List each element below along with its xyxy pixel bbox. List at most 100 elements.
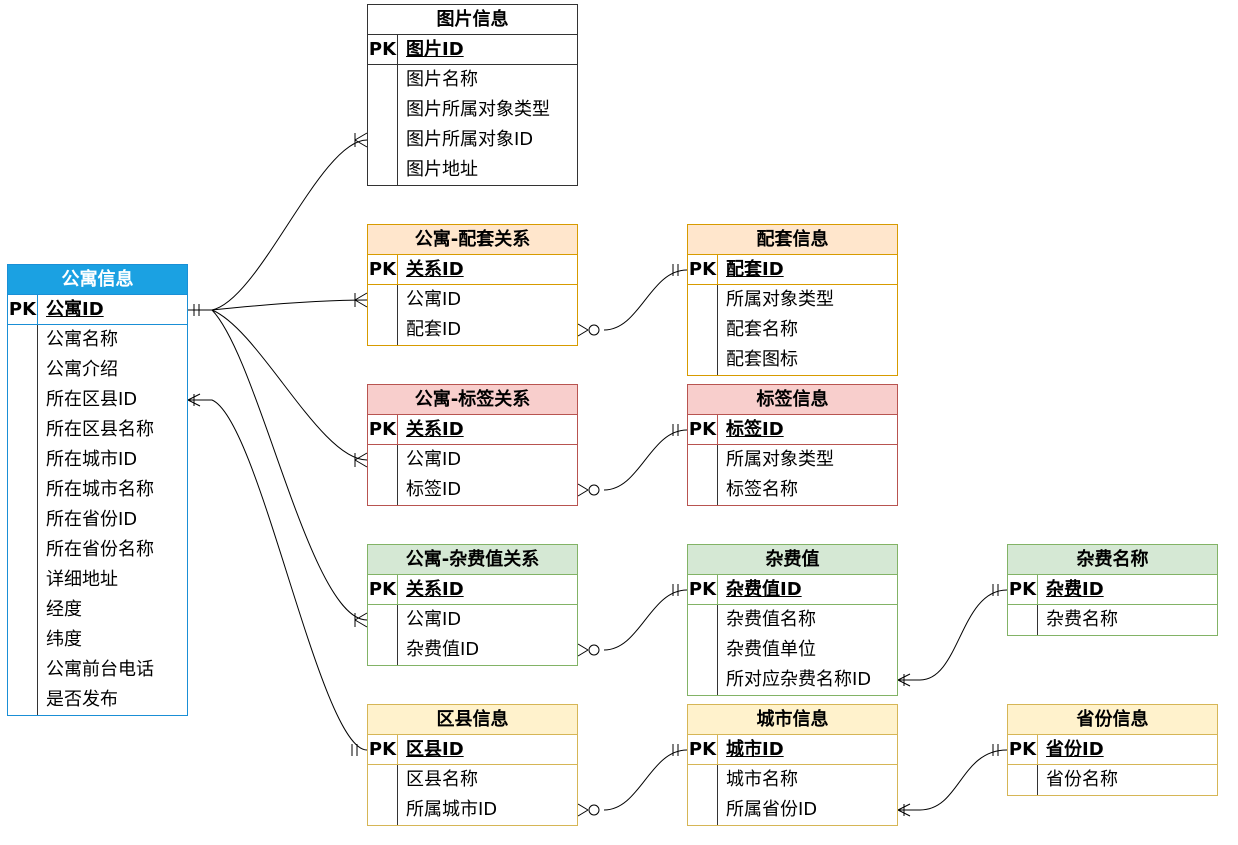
field: 所在区县名称: [46, 419, 154, 440]
relationship-line: [603, 429, 688, 491]
field: 纬度: [46, 629, 82, 650]
pk-field: 关系ID: [406, 579, 464, 600]
field: 城市名称: [726, 769, 798, 790]
primary-key-row: PK 城市ID: [688, 735, 897, 765]
pk-label: PK: [688, 575, 718, 604]
field: 所属对象类型: [726, 289, 834, 310]
key-gutter: [368, 765, 398, 825]
zero-marker: [588, 484, 600, 496]
many-marker: [897, 673, 911, 681]
many-marker: [577, 329, 589, 337]
relationship-line: [188, 399, 368, 751]
field-list: 公寓ID 配套ID: [368, 285, 577, 345]
many-marker: [354, 292, 368, 301]
pk-field: 图片ID: [406, 39, 464, 60]
entity-title: 图片信息: [368, 5, 577, 35]
pk-field: 配套ID: [726, 259, 784, 280]
key-gutter: [8, 325, 38, 715]
key-gutter: [368, 285, 398, 345]
many-marker: [577, 803, 589, 811]
primary-key-row: PK 标签ID: [688, 415, 897, 445]
field: 所对应杂费名称ID: [726, 669, 872, 690]
primary-key-row: PK 区县ID: [368, 735, 577, 765]
primary-key-row: PK 关系ID: [368, 415, 577, 445]
pk-label: PK: [368, 735, 398, 764]
relationship-line: [603, 269, 688, 331]
entity-fee-key[interactable]: 杂费名称 PK 杂费ID 杂费名称: [1007, 544, 1218, 636]
entity-province[interactable]: 省份信息 PK 省份ID 省份名称: [1007, 704, 1218, 796]
field: 杂费值ID: [406, 639, 480, 660]
field: 配套ID: [406, 319, 462, 340]
field: 所在城市ID: [46, 449, 138, 470]
field-list: 公寓ID 杂费值ID: [368, 605, 577, 665]
pk-label: PK: [368, 415, 398, 444]
field: 公寓ID: [406, 449, 462, 470]
entity-apartment-label[interactable]: 公寓-标签关系 PK 关系ID 公寓ID 标签ID: [367, 384, 578, 506]
many-marker: [354, 132, 368, 141]
relationship-line: [211, 309, 368, 621]
field: 所属对象类型: [726, 449, 834, 470]
pk-field: 标签ID: [726, 419, 784, 440]
key-gutter: [688, 285, 718, 375]
relationship-line: [211, 309, 368, 461]
primary-key-row: PK 配套ID: [688, 255, 897, 285]
pk-field: 区县ID: [406, 739, 464, 760]
entity-apartment-fee-value[interactable]: 公寓-杂费值关系 PK 关系ID 公寓ID 杂费值ID: [367, 544, 578, 666]
entity-picture[interactable]: 图片信息 PK 图片ID 图片名称 图片所属对象类型 图片所属对象ID 图片地址: [367, 4, 578, 186]
relationship-line: [603, 589, 688, 651]
many-marker: [897, 803, 911, 811]
relationship-line: [603, 749, 688, 811]
primary-key-row: PK 公寓ID: [8, 295, 187, 325]
pk-field: 城市ID: [726, 739, 784, 760]
pk-field: 杂费ID: [1046, 579, 1104, 600]
field: 标签名称: [726, 479, 798, 500]
field: 杂费值名称: [726, 609, 816, 630]
field: 图片所属对象类型: [406, 99, 550, 120]
entity-apartment[interactable]: 公寓信息 PK 公寓ID 公寓名称 公寓介绍 所在区县ID 所在区县名称 所在城…: [7, 264, 188, 716]
field: 详细地址: [46, 569, 118, 590]
many-marker: [577, 489, 589, 497]
many-marker: [577, 649, 589, 657]
pk-label: PK: [688, 255, 718, 284]
many-marker: [897, 679, 911, 687]
field-list: 所属对象类型 配套名称 配套图标: [688, 285, 897, 375]
field: 配套图标: [726, 349, 798, 370]
field: 所在省份名称: [46, 539, 154, 560]
many-marker: [897, 809, 911, 817]
field: 公寓前台电话: [46, 659, 154, 680]
field: 是否发布: [46, 689, 118, 710]
field-list: 所属对象类型 标签名称: [688, 445, 897, 505]
entity-facility[interactable]: 配套信息 PK 配套ID 所属对象类型 配套名称 配套图标: [687, 224, 898, 376]
field: 区县名称: [406, 769, 478, 790]
pk-label: PK: [368, 35, 398, 64]
zero-marker: [588, 804, 600, 816]
field: 公寓ID: [406, 289, 462, 310]
entity-title: 区县信息: [368, 705, 577, 735]
field-list: 杂费名称: [1008, 605, 1217, 635]
field-list: 公寓ID 标签ID: [368, 445, 577, 505]
pk-field: 关系ID: [406, 419, 464, 440]
relationship-line: [188, 139, 368, 311]
primary-key-row: PK 关系ID: [368, 575, 577, 605]
pk-label: PK: [8, 295, 38, 324]
key-gutter: [1008, 605, 1038, 635]
key-gutter: [1008, 765, 1038, 795]
field: 所属省份ID: [726, 799, 818, 820]
entity-city[interactable]: 城市信息 PK 城市ID 城市名称 所属省份ID: [687, 704, 898, 826]
pk-label: PK: [368, 575, 398, 604]
entity-label[interactable]: 标签信息 PK 标签ID 所属对象类型 标签名称: [687, 384, 898, 506]
many-marker: [354, 139, 368, 148]
entity-district[interactable]: 区县信息 PK 区县ID 区县名称 所属城市ID: [367, 704, 578, 826]
field-list: 区县名称 所属城市ID: [368, 765, 577, 825]
field: 经度: [46, 599, 82, 620]
entity-title: 杂费名称: [1008, 545, 1217, 575]
entity-apartment-facility[interactable]: 公寓-配套关系 PK 关系ID 公寓ID 配套ID: [367, 224, 578, 346]
pk-field: 杂费值ID: [726, 579, 802, 600]
entity-title: 城市信息: [688, 705, 897, 735]
key-gutter: [368, 445, 398, 505]
many-marker: [187, 393, 201, 401]
pk-label: PK: [688, 415, 718, 444]
many-marker: [354, 459, 368, 468]
relationship-line: [211, 299, 368, 311]
entity-fee-value[interactable]: 杂费值 PK 杂费值ID 杂费值名称 杂费值单位 所对应杂费名称ID: [687, 544, 898, 696]
